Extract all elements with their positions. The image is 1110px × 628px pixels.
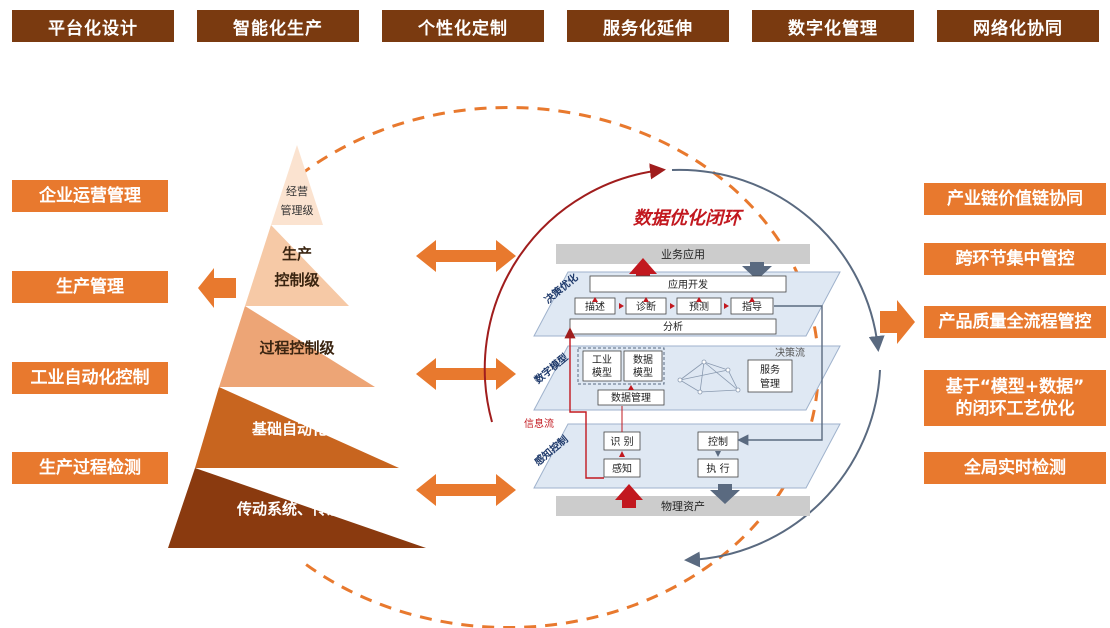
industrial-model-line1: 工业 [592, 354, 612, 366]
red-small-arrows [592, 297, 755, 309]
perceive-box [603, 458, 641, 478]
service-mgmt-box [747, 359, 793, 393]
info-flow-line [564, 327, 604, 479]
pyramid-level-5 [168, 468, 426, 548]
pyramid-level-2-line1: 生产 [282, 245, 312, 263]
tab-smart-production: 智能化生产 [197, 10, 359, 42]
right-box-closed-loop: 基于“模型+数据” 的闭环工艺优化 [924, 370, 1106, 426]
data-model-line1: 数据 [633, 353, 653, 366]
industrial-model-box [582, 350, 622, 382]
red-arc [483, 163, 666, 423]
pyramid-level-3 [219, 306, 375, 387]
data-model-line2: 模型 [633, 366, 653, 379]
analyze-label: 分析 [663, 320, 683, 333]
sensing-connectors [619, 385, 721, 457]
data-model-box [623, 350, 663, 382]
service-mgmt-line1: 服务 [760, 363, 780, 376]
execute-label: 执 行 [706, 462, 729, 475]
identify-label: 识 别 [610, 436, 633, 448]
double-arrow-middle [416, 358, 516, 390]
right-box-value-chain: 产业链价值链协同 [924, 183, 1106, 215]
analyze-box [569, 318, 777, 335]
right-box-quality-control: 产品质量全流程管控 [924, 306, 1106, 338]
pyramid-level-2 [245, 225, 349, 306]
up-arrow-bottom [615, 484, 643, 508]
guide-label: 指导 [742, 300, 762, 313]
pyramid-level-1 [271, 145, 323, 225]
double-arrow-top [416, 240, 516, 272]
pyramid-level-1-line2: 管理级 [281, 203, 314, 217]
tab-customization: 个性化定制 [382, 10, 544, 42]
double-arrow-bottom [416, 474, 516, 506]
right-block-arrow [880, 300, 915, 344]
service-mgmt-line2: 管理 [760, 377, 780, 390]
pyramid-level-5-label: 传动系统、传感器 [236, 500, 358, 518]
right-box-closed-loop-line1: 基于“模型+数据” [945, 377, 1085, 397]
slate-arc-bottom [684, 369, 881, 568]
info-flow-label: 信息流 [524, 417, 554, 430]
model-group-box [577, 347, 665, 385]
top-bar [556, 244, 810, 264]
right-box-closed-loop-line2: 的闭环工艺优化 [955, 399, 1075, 419]
dashed-orange-loop [299, 106, 820, 628]
data-mgmt-label: 数据管理 [611, 391, 651, 404]
pyramid-level-3-label: 过程控制级 [259, 339, 335, 357]
slate-arc-top [671, 168, 885, 352]
plane-sensing [533, 423, 841, 489]
left-box-production-mgmt: 生产管理 [12, 271, 168, 303]
left-box-enterprise-ops: 企业运营管理 [12, 180, 168, 212]
left-box-industrial-automation: 工业自动化控制 [12, 362, 168, 394]
pyramid-level-1-line1: 经营 [286, 184, 308, 198]
tab-network-collab: 网络化协同 [937, 10, 1099, 42]
diagnose-label: 诊断 [636, 300, 656, 313]
tab-service-extension: 服务化延伸 [567, 10, 729, 42]
loop-title: 数据优化闭环 [633, 208, 744, 229]
control-label: 控制 [708, 435, 728, 448]
decision-flow-label: 决策流 [775, 346, 805, 359]
perceive-label: 感知 [612, 462, 632, 475]
down-arrow-bottom [710, 484, 740, 504]
industrial-model-line2: 模型 [592, 366, 612, 379]
describe-label: 描述 [585, 300, 605, 313]
app-dev-label: 应用开发 [668, 278, 708, 291]
app-dev-box [589, 275, 787, 293]
left-block-arrow [198, 268, 236, 308]
bottom-bar [556, 496, 810, 516]
bottom-bar-label: 物理资产 [661, 499, 705, 513]
predict-label: 预测 [689, 300, 709, 313]
tab-digital-management: 数字化管理 [752, 10, 914, 42]
execute-box [697, 458, 739, 478]
tab-platform-design: 平台化设计 [12, 10, 174, 42]
decision-flow-line [737, 305, 823, 446]
pyramid-level-4-label: 基础自动化级 [251, 420, 343, 438]
right-box-realtime-detection: 全局实时检测 [924, 452, 1106, 484]
right-box-central-control: 跨环节集中管控 [924, 243, 1106, 275]
network-graph [677, 359, 741, 395]
pyramid-level-4 [195, 387, 399, 468]
down-arrow-top [742, 262, 772, 280]
top-bar-label: 业务应用 [661, 247, 705, 261]
left-box-process-detection: 生产过程检测 [12, 452, 168, 484]
pyramid-level-2-line2: 控制级 [274, 271, 320, 289]
